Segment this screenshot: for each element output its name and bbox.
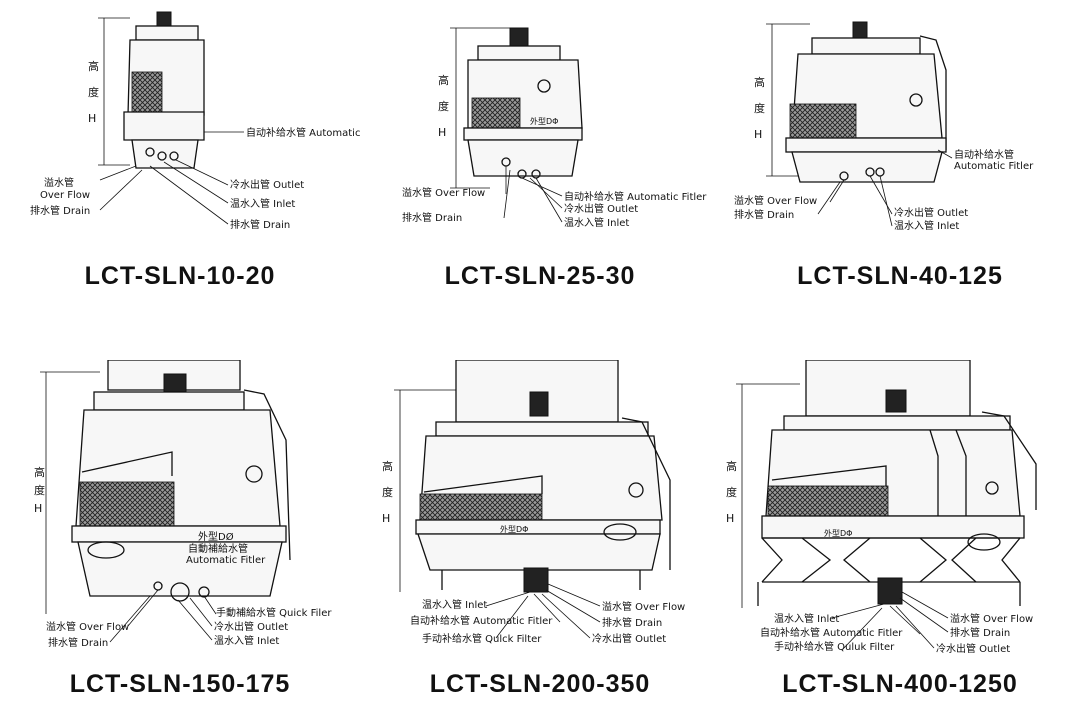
inlet-label: 温水入管 Inlet	[894, 219, 959, 232]
auto-fill-label-en: Automatic Fitler	[186, 555, 266, 566]
overflow-label: 溢水管 Over Flow	[602, 600, 685, 613]
model-title: LCT-SLN-40-125	[797, 262, 1003, 290]
fill-media	[789, 103, 857, 139]
overflow-label: 溢水管 Over Flow	[402, 186, 485, 199]
diagram-panel-3: 高 度 H 外型DΦ 自动补给水管 Automatic Fitler 溢水管 O…	[720, 0, 1080, 360]
auto-fill-label: 自动补给水管 Automatic Fitler	[246, 126, 360, 139]
motor	[852, 21, 868, 41]
cooling-tower-drawing-3: 高 度 H 外型DΦ 自动补给水管 Automatic Fitler 溢水管 O…	[734, 21, 1034, 232]
cooling-tower-drawing-5: 高 度 H 外型DΦ 温水入管 Inlet 自动补给水管 Automatic F…	[382, 360, 685, 645]
motor	[509, 27, 529, 49]
height-label-char: 度	[754, 101, 765, 115]
diagram-panel-1: 高 度 H 自动补给水管 Automatic Fitler 溢水管 Over F…	[0, 0, 360, 360]
height-label-char: 度	[88, 85, 99, 99]
height-label-char: H	[754, 128, 762, 141]
cooling-tower-drawing-2: 高 度 H 外型DΦ 溢水管 Over Flow 排水管 Drain 自动补给水…	[402, 27, 707, 229]
fan-hood	[811, 37, 921, 55]
drain-label-right: 排水管 Drain	[230, 218, 290, 231]
height-label-char: 度	[34, 483, 45, 497]
model-title: LCT-SLN-400-1250	[782, 670, 1018, 698]
inlet-label: 温水入管 Inlet	[774, 612, 839, 625]
height-label-char: H	[438, 126, 446, 139]
auto-fill-label: 自动补给水管 Automatic Fitler	[564, 190, 707, 203]
auto-fill-label-cn: 自動補給水管	[188, 542, 248, 555]
fan-hood	[477, 45, 561, 61]
diagram-panel-4: 高 度 H 外型DØ 自動補給水管 Automatic Fitler 溢水管 O…	[0, 360, 360, 720]
height-label-char: 度	[726, 485, 737, 499]
height-label-char: 度	[438, 99, 449, 113]
cooling-tower-drawing-6: 高 度 H 外型DΦ 温水入管 Inlet 自动补给水管 Automatic F…	[726, 360, 1037, 655]
height-label-char: 高	[34, 465, 45, 479]
inlet-label: 温水入管 Inlet	[230, 197, 295, 210]
drain-label: 排水管 Drain	[950, 626, 1010, 639]
quick-fill-label: 手动补给水管 Qulck Filter	[422, 632, 542, 645]
model-title: LCT-SLN-150-175	[69, 670, 291, 698]
height-label-char: 高	[438, 73, 449, 87]
height-label-char: H	[382, 512, 390, 525]
drain-label-left: 排水管 Drain	[30, 204, 90, 217]
height-label-char: 高	[726, 459, 737, 473]
basin	[467, 139, 579, 177]
outlet-label: 冷水出管 Outlet	[214, 620, 288, 633]
fill-media	[419, 493, 543, 521]
overflow-label: 溢水管 Over Flow	[46, 620, 129, 633]
fill-media	[767, 485, 889, 517]
diameter-label: 外型DΦ	[530, 116, 558, 126]
height-label-char: H	[88, 112, 96, 125]
motor	[156, 11, 172, 27]
height-label-char: 高	[88, 59, 99, 73]
inlet-label: 温水入管 Inlet	[564, 216, 629, 229]
fan-hood	[135, 25, 199, 41]
basin	[77, 541, 283, 597]
height-label-char: 度	[382, 485, 393, 499]
height-label-char: 高	[754, 75, 765, 89]
outlet-label: 冷水出管 Outlet	[592, 632, 666, 645]
inlet-label: 温水入管 Inlet	[422, 598, 487, 611]
model-title: LCT-SLN-200-350	[429, 670, 651, 698]
basin	[791, 151, 943, 183]
drain-label: 排水管 Drain	[734, 208, 794, 221]
auto-fill-label-cn: 自动补给水管	[954, 148, 1014, 161]
fill-media	[131, 71, 163, 113]
overflow-label: 溢水管 Over Flow	[734, 194, 817, 207]
cooling-tower-drawing-1: 高 度 H 自动补给水管 Automatic Fitler 溢水管 Over F…	[30, 11, 360, 231]
inlet-label: 溫水入管 Inlet	[214, 634, 279, 647]
diameter-label: 外型DΦ	[824, 528, 852, 538]
auto-fill-label-en: Automatic Fitler	[954, 161, 1034, 172]
motor	[163, 373, 187, 395]
basin	[417, 533, 661, 571]
overflow-label: 溢水管 Over Flow	[950, 612, 1033, 625]
height-label-char: 高	[382, 459, 393, 473]
quick-fill-label: 手動補給水管 Quick Filer	[216, 606, 332, 619]
fill-media	[471, 97, 521, 129]
model-title: LCT-SLN-10-20	[84, 262, 276, 290]
auto-fill-label: 自动补给水管 Automatic Fitler	[760, 626, 903, 639]
outlet-label: 冷水出管 Outlet	[564, 202, 638, 215]
quick-fill-label: 手动补给水管 Quluk Filter	[774, 640, 895, 653]
drain-label: 排水管 Drain	[602, 616, 662, 629]
height-label-char: H	[726, 512, 734, 525]
overflow-label-cn: 溢水管	[44, 176, 74, 189]
diagram-panel-2: 高 度 H 外型DΦ 溢水管 Over Flow 排水管 Drain 自动补给水…	[360, 0, 720, 360]
fill-media	[79, 481, 175, 527]
diagram-panel-5: 高 度 H 外型DΦ 温水入管 Inlet 自动补给水管 Automatic F…	[360, 360, 720, 720]
auto-fill-label: 自动补给水管 Automatic Fitler	[410, 614, 553, 627]
overflow-label-en: Over Flow	[40, 190, 90, 201]
height-label-char: H	[34, 502, 42, 515]
outlet-label: 冷水出管 Outlet	[894, 206, 968, 219]
drain-label: 排水管 Drain	[48, 636, 108, 649]
diameter-label: 外型DØ	[198, 530, 234, 543]
diagram-panel-6: 高 度 H 外型DΦ 温水入管 Inlet 自动补给水管 Automatic F…	[720, 360, 1080, 720]
motor	[885, 389, 907, 413]
model-title: LCT-SLN-25-30	[444, 262, 636, 290]
outlet-label: 冷水出管 Outlet	[936, 642, 1010, 655]
motor	[529, 391, 549, 417]
outlet-label: 冷水出管 Outlet	[230, 178, 304, 191]
cooling-tower-drawing-4: 高 度 H 外型DØ 自動補給水管 Automatic Fitler 溢水管 O…	[34, 360, 332, 649]
diameter-label: 外型DΦ	[500, 524, 528, 534]
drain-label: 排水管 Drain	[402, 211, 462, 224]
